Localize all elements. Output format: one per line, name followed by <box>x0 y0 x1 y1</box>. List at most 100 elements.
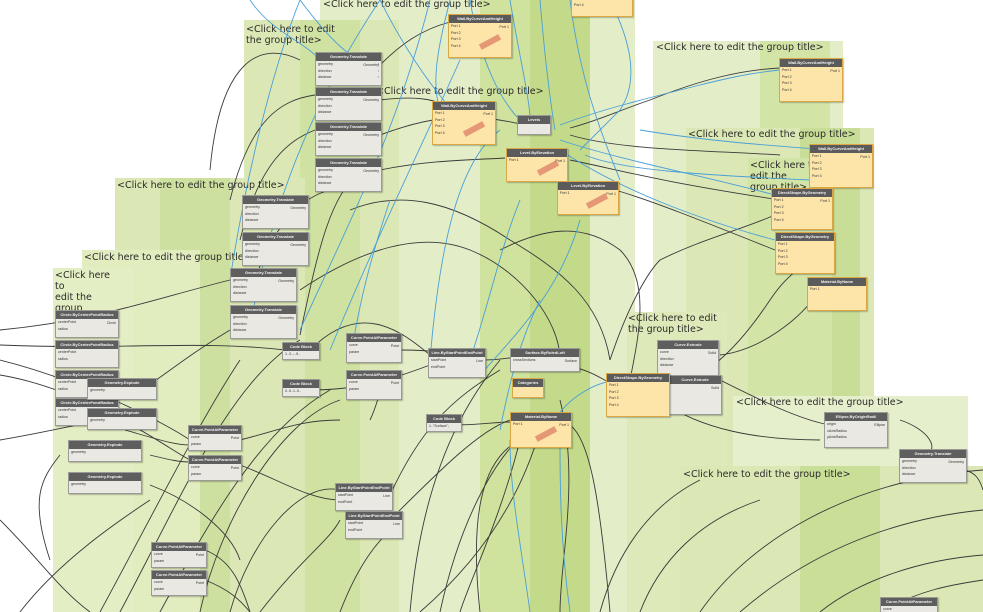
ellipse-node[interactable]: Ellipse.ByOriginRadii origin xAxisRadius… <box>824 412 888 448</box>
input-port[interactable]: distance <box>231 327 296 334</box>
input-port[interactable]: curve <box>881 606 937 612</box>
geometry-translate-node[interactable]: Geometry.Translate geometry direction di… <box>315 158 382 192</box>
curve-point-at-param-node[interactable]: Curve.PointAtParameter curve param Point <box>151 570 207 596</box>
output-port[interactable]: Port 1 <box>559 423 569 427</box>
input-port[interactable]: yAxisRadius <box>825 434 887 441</box>
output-port[interactable]: Geometry <box>290 206 306 210</box>
output-port[interactable]: Solid <box>711 386 719 390</box>
input-port[interactable]: Port 3 <box>810 166 872 173</box>
output-port[interactable]: Line <box>383 494 390 498</box>
input-port[interactable]: Port 3 <box>780 80 842 87</box>
curve-point-at-param-node[interactable]: Curve.PointAtParameter curve param Point <box>346 333 402 363</box>
input-port[interactable]: direction <box>231 284 296 291</box>
group-title[interactable]: <Click here to edit the group title> <box>117 180 285 191</box>
wall-by-curve-node[interactable]: Wall.ByCurveAndHeight Port 1 Port 2 Port… <box>448 14 512 58</box>
levels-node[interactable]: Levels <box>517 115 551 135</box>
input-port[interactable]: Port 4 <box>776 261 834 268</box>
input-port[interactable]: curve <box>189 434 241 441</box>
input-port[interactable]: param <box>347 349 401 356</box>
output-port[interactable]: Geometry <box>363 63 379 67</box>
input-port[interactable]: startPoint <box>336 492 392 499</box>
input-port[interactable]: Port 1 <box>808 286 866 293</box>
output-port[interactable]: Ellipse <box>874 423 885 427</box>
input-port[interactable]: curve <box>152 551 206 558</box>
code-block-node[interactable]: Code Block 1..3..-..5.. <box>282 342 320 360</box>
input-port[interactable]: Port 4 <box>607 402 669 409</box>
input-port[interactable]: geometry <box>243 241 308 248</box>
categories-node[interactable]: Categories <box>512 378 544 398</box>
input-port[interactable]: param <box>152 558 206 565</box>
input-port[interactable]: direction <box>231 321 296 328</box>
code-text[interactable]: 1.."Surface"; <box>429 424 449 428</box>
input-port[interactable]: Port 4 <box>810 173 872 180</box>
input-port[interactable]: radius <box>56 326 118 333</box>
geometry-explode-node[interactable]: Geometry.Explode geometry <box>68 472 142 494</box>
output-port[interactable]: Point <box>390 381 399 385</box>
curve-extrude-node[interactable]: Curve.Extrude curve direction distance S… <box>657 340 719 376</box>
output-port[interactable]: Point <box>390 344 399 348</box>
line-by-start-end-node[interactable]: Line.ByStartPointEndPoint startPoint end… <box>335 483 393 511</box>
output-port[interactable]: Solid <box>708 351 716 355</box>
input-port[interactable]: Port 4 <box>780 87 842 94</box>
curve-point-at-param-node[interactable]: Curve.PointAtParameter curve param Point <box>188 425 242 451</box>
input-port[interactable]: Port 2 <box>772 204 832 211</box>
input-port[interactable]: origin <box>825 421 887 428</box>
code-block-node[interactable]: Code Block 1.."Surface"; <box>426 414 462 432</box>
input-port[interactable]: Port 1 <box>507 157 567 164</box>
output-port[interactable]: Geometry <box>278 316 294 320</box>
geometry-translate-node[interactable]: Geometry.Translate geometry direction di… <box>315 122 382 156</box>
curve-point-at-param-node[interactable]: Curve.PointAtParameter curve param Point <box>151 542 207 568</box>
output-port[interactable]: Circle <box>106 321 116 325</box>
geometry-translate-node[interactable]: Geometry.Translate geometry direction di… <box>242 195 309 229</box>
output-port[interactable]: Port 1 <box>830 69 840 73</box>
group-title[interactable]: <Click here to edit the group title> <box>628 313 723 335</box>
input-port[interactable]: startPoint <box>346 520 402 527</box>
input-port[interactable]: Port 2 <box>810 160 872 167</box>
input-port[interactable]: direction <box>316 174 381 181</box>
input-port[interactable]: Port 1 <box>772 197 832 204</box>
input-port[interactable]: Port 4 <box>772 217 832 224</box>
input-port[interactable]: curve <box>347 379 401 386</box>
input-port[interactable]: direction <box>316 103 381 110</box>
curve-point-at-param-node[interactable]: Curve.PointAtParameter curve param Point <box>188 455 242 481</box>
input-port[interactable]: geometry <box>69 449 141 456</box>
input-port[interactable]: distance <box>316 144 381 151</box>
output-port[interactable]: Point <box>230 436 239 440</box>
output-port[interactable]: Point <box>195 581 204 585</box>
output-port[interactable]: Line <box>476 359 483 363</box>
surface-by-ruled-loft-node[interactable]: Surface.ByRuledLoft crossSections Surfac… <box>510 348 580 372</box>
input-port[interactable]: Port 2 <box>776 248 834 255</box>
curve-point-at-param-node[interactable]: Curve.PointAtParameter curve param Point <box>346 370 402 400</box>
input-port[interactable]: param <box>152 586 206 593</box>
geometry-explode-node[interactable]: Geometry.Explode geometry <box>87 378 157 400</box>
directshape-node[interactable]: DirectShape.ByGeometry Port 1 Port 2 Por… <box>775 232 835 274</box>
group-title[interactable]: <Click here to edit the group title> <box>688 129 856 140</box>
output-port[interactable]: Point <box>195 553 204 557</box>
input-port[interactable]: endPoint <box>429 364 485 371</box>
input-port[interactable]: centerPoint <box>56 349 118 356</box>
input-port[interactable]: direction <box>900 465 966 472</box>
output-port[interactable]: Port 1 <box>860 155 870 159</box>
wall-by-curve-node[interactable]: Wall.ByCurveAndHeight Port 1 Port 2 Port… <box>779 58 843 102</box>
group-title[interactable]: <Click here to edit the group title> <box>656 42 824 53</box>
input-port[interactable]: distance <box>658 362 718 369</box>
code-text[interactable]: 0..5..1..0.. <box>285 389 301 393</box>
geometry-translate-node[interactable]: Geometry.Translate geometry direction di… <box>230 305 297 339</box>
input-port[interactable]: geometry <box>316 167 381 174</box>
input-port[interactable]: geometry <box>316 96 381 103</box>
input-port[interactable]: distance› <box>316 74 381 81</box>
circle-by-center-node[interactable]: Circle.ByCenterPointRadius centerPoint r… <box>55 340 119 368</box>
input-port[interactable]: endPoint <box>336 499 392 506</box>
curve-point-at-param-node[interactable]: Curve.PointAtParameter curve <box>880 597 938 612</box>
line-by-start-end-node[interactable]: Line.ByStartPointEndPoint startPoint end… <box>345 511 403 539</box>
input-port[interactable]: Port 3 <box>449 36 511 43</box>
input-port[interactable]: Port 3 <box>607 395 669 402</box>
input-port[interactable]: startPoint <box>429 357 485 364</box>
input-port[interactable]: xAxisRadius <box>825 428 887 435</box>
material-by-name-node[interactable]: Material.ByName Port 1 Port 1 <box>510 412 572 448</box>
geometry-translate-node[interactable]: Geometry.Translate geometry direction di… <box>315 87 382 121</box>
input-port[interactable]: direction <box>243 248 308 255</box>
input-port[interactable]: curve <box>347 342 401 349</box>
input-port[interactable]: direction <box>658 356 718 363</box>
input-port[interactable]: Port 3 <box>776 254 834 261</box>
